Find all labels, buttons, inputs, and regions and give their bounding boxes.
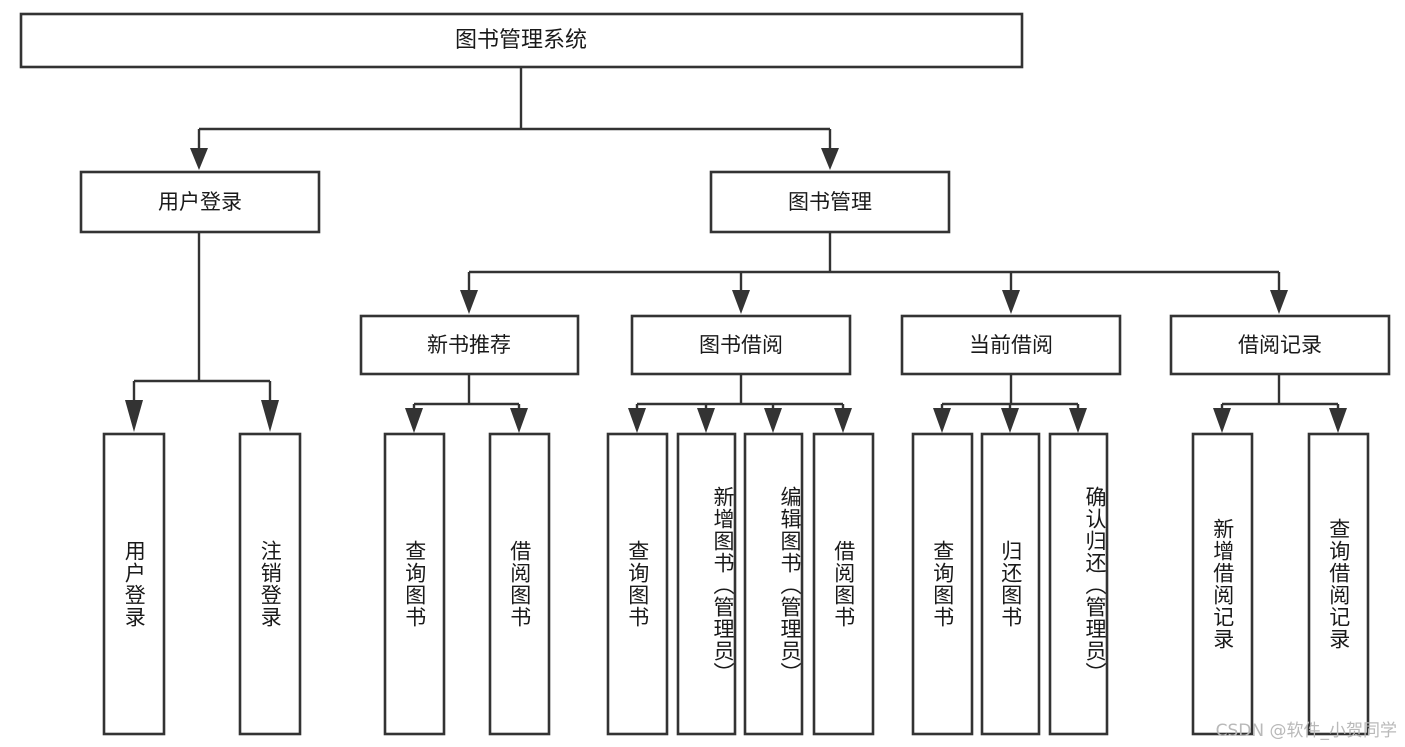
node-box-shape — [1048, 432, 1109, 736]
node-label-current-borrow: 当前借阅 — [969, 333, 1053, 357]
node-leaf-cb-confirm[interactable] — [1048, 432, 1109, 736]
node-box-shape — [383, 432, 446, 736]
node-label-borrow-record: 借阅记录 — [1238, 333, 1322, 357]
arrow-icon — [628, 408, 646, 433]
arrow-icon — [732, 290, 750, 314]
node-box-shape — [102, 432, 166, 736]
node-borrow-record[interactable]: 借阅记录 — [1169, 314, 1391, 376]
arrow-icon — [1213, 408, 1231, 433]
connector-current-borrow-to-leaves — [933, 374, 1087, 433]
node-label-new-book-rec: 新书推荐 — [427, 333, 511, 357]
node-label-user-login: 用户登录 — [158, 190, 242, 214]
connector-new-book-rec-to-leaves — [405, 374, 528, 433]
node-label-book-borrow: 图书借阅 — [699, 333, 783, 357]
connector-user-login-to-leaves — [125, 232, 279, 432]
node-leaf-bb-add[interactable] — [676, 432, 737, 736]
arrow-icon — [1001, 408, 1019, 433]
node-box-shape — [630, 314, 852, 376]
node-leaf-rec-query[interactable] — [383, 432, 446, 736]
node-box-shape — [79, 170, 321, 234]
arrow-icon — [764, 408, 782, 433]
node-box-shape — [1191, 432, 1254, 736]
node-leaf-bb-query[interactable] — [606, 432, 669, 736]
node-box-shape — [812, 432, 875, 736]
node-leaf-cb-query[interactable] — [911, 432, 974, 736]
node-label-root: 图书管理系统 — [455, 28, 587, 53]
node-box-shape — [19, 12, 1024, 69]
node-box-shape — [1307, 432, 1370, 736]
arrow-icon — [1002, 290, 1020, 314]
node-leaf-user-login[interactable] — [102, 432, 166, 736]
arrow-icon — [1270, 290, 1288, 314]
node-box-shape — [606, 432, 669, 736]
node-label-book-manage: 图书管理 — [788, 190, 872, 214]
connector-book-borrow-to-leaves — [628, 374, 852, 433]
arrow-icon — [125, 400, 143, 432]
node-box-shape — [238, 432, 302, 736]
node-box-shape — [676, 432, 737, 736]
node-box-shape — [900, 314, 1122, 376]
node-box-shape — [911, 432, 974, 736]
node-leaf-br-add[interactable] — [1191, 432, 1254, 736]
arrow-icon — [261, 400, 279, 432]
node-box-shape — [743, 432, 804, 736]
node-leaf-cb-return[interactable] — [980, 432, 1041, 736]
connector-book-manage-to-level3 — [460, 232, 1288, 314]
csdn-watermark: CSDN @软件_小贺同学 — [1215, 721, 1397, 741]
node-leaf-bb-borrow[interactable] — [812, 432, 875, 736]
node-user-login[interactable]: 用户登录 — [79, 170, 321, 234]
node-new-book-rec[interactable]: 新书推荐 — [359, 314, 580, 376]
arrow-icon — [834, 408, 852, 433]
node-book-manage[interactable]: 图书管理 — [709, 170, 951, 234]
arrow-icon — [821, 148, 839, 170]
connector-borrow-record-to-leaves — [1213, 374, 1347, 433]
arrow-icon — [510, 408, 528, 433]
arrow-icon — [405, 408, 423, 433]
arrow-icon — [933, 408, 951, 433]
node-root[interactable]: 图书管理系统 — [19, 12, 1024, 69]
arrow-icon — [697, 408, 715, 433]
arrow-icon — [1069, 408, 1087, 433]
arrow-icon — [460, 290, 478, 314]
connector-root-to-level1 — [190, 67, 839, 170]
node-leaf-bb-edit[interactable] — [743, 432, 804, 736]
node-box-shape — [709, 170, 951, 234]
node-leaf-rec-borrow[interactable] — [488, 432, 551, 736]
node-leaf-logout[interactable] — [238, 432, 302, 736]
node-book-borrow[interactable]: 图书借阅 — [630, 314, 852, 376]
arrow-icon — [190, 148, 208, 170]
node-current-borrow[interactable]: 当前借阅 — [900, 314, 1122, 376]
arrow-icon — [1329, 408, 1347, 433]
node-leaf-br-query[interactable] — [1307, 432, 1370, 736]
node-box-shape — [1169, 314, 1391, 376]
node-box-shape — [980, 432, 1041, 736]
node-box-shape — [488, 432, 551, 736]
node-box-shape — [359, 314, 580, 376]
